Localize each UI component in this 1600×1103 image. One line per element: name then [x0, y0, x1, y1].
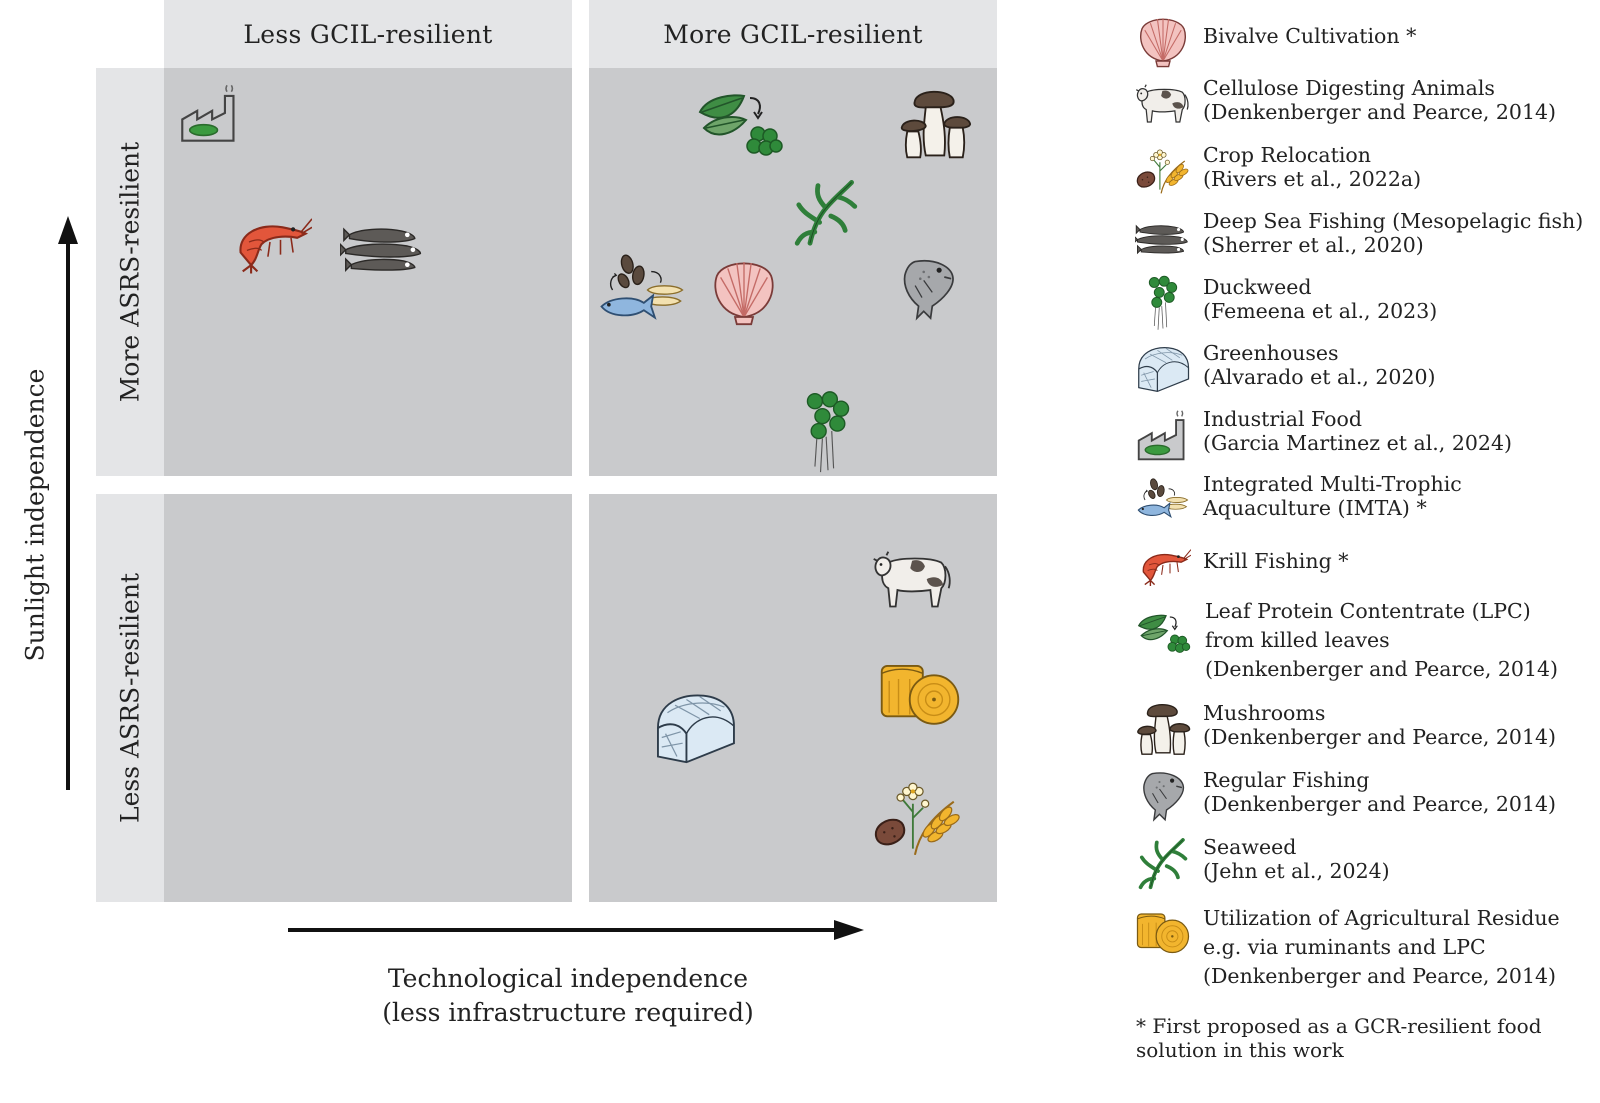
quadrant-bottom-left — [164, 494, 572, 902]
legend-citation: (Denkenberger and Pearce, 2014) — [1203, 100, 1557, 124]
legend-item-seaweed: Seaweed(Jehn et al., 2024) — [1135, 835, 1595, 895]
crop-relocation-icon — [872, 776, 964, 860]
legend-citation: (Rivers et al., 2022a) — [1203, 167, 1422, 191]
column-header-more-gcil: More GCIL-resilient — [589, 0, 997, 68]
factory-icon — [1135, 407, 1191, 463]
legend-label: Integrated Multi-Trophic — [1203, 472, 1462, 496]
legend-item-cellulose: Cellulose Digesting Animals(Denkenberger… — [1135, 76, 1595, 136]
footnote-line1: * First proposed as a GCR-resilient food — [1136, 1014, 1542, 1038]
seaweed-icon — [786, 176, 866, 248]
legend-item-duckweed: Duckweed(Femeena et al., 2023) — [1135, 275, 1595, 335]
deep-sea-fish-icon — [1135, 209, 1191, 265]
bivalve-icon — [708, 254, 780, 326]
legend-citation: (Denkenberger and Pearce, 2014) — [1205, 657, 1559, 681]
row-header-more-asrs: More ASRS-resilient — [96, 68, 164, 476]
fish-icon — [1135, 768, 1191, 824]
legend-label-cont: from killed leaves — [1205, 628, 1390, 652]
footnote-line2: solution in this work — [1136, 1038, 1344, 1062]
legend-citation: (Garcia Martinez et al., 2024) — [1203, 431, 1513, 455]
seaweed-icon — [1135, 835, 1191, 891]
krill-icon — [228, 210, 312, 274]
footnote: * First proposed as a GCR-resilient food… — [1136, 1014, 1596, 1062]
imta-icon — [596, 252, 688, 328]
row-header-less-asrs-label: Less ASRS-resilient — [115, 573, 145, 823]
column-header-less-gcil: Less GCIL-resilient — [164, 0, 572, 68]
legend-item-agricultural-residue: Utilization of Agricultural Residue e.g. … — [1135, 904, 1595, 992]
legend-citation: (Alvarado et al., 2020) — [1203, 365, 1436, 389]
mushroom-icon — [898, 84, 972, 164]
imta-icon — [1135, 472, 1191, 528]
row-header-less-asrs: Less ASRS-resilient — [96, 494, 164, 902]
legend-item-lpc: Leaf Protein Contentrate (LPC) from kille… — [1135, 597, 1595, 681]
legend-label: Leaf Protein Contentrate (LPC) — [1205, 599, 1531, 623]
legend-label: Mushrooms — [1203, 701, 1326, 725]
leaf-protein-icon — [1135, 607, 1191, 663]
legend-citation: (Sherrer et al., 2020) — [1203, 233, 1424, 257]
legend-item-krill: Krill Fishing * — [1135, 537, 1595, 597]
fish-icon — [898, 254, 958, 324]
cow-icon — [868, 548, 958, 612]
legend-label: Duckweed — [1203, 275, 1312, 299]
crop-relocation-icon — [1135, 143, 1191, 199]
legend-item-bivalve: Bivalve Cultivation * — [1135, 12, 1595, 72]
x-axis-label: Technological independence (less infrast… — [382, 962, 753, 1030]
krill-icon — [1135, 537, 1191, 593]
legend-citation: (Jehn et al., 2024) — [1203, 859, 1390, 883]
hay-bale-icon — [878, 660, 962, 726]
deep-sea-fish-icon — [340, 218, 428, 274]
greenhouse-icon — [652, 690, 738, 766]
legend-item-industrial-food: Industrial Food(Garcia Martinez et al., … — [1135, 407, 1595, 467]
legend-citation: (Femeena et al., 2023) — [1203, 299, 1438, 323]
legend-label: Crop Relocation — [1203, 143, 1371, 167]
mushroom-icon — [1135, 701, 1191, 757]
x-axis-label-line1: Technological independence — [387, 964, 749, 993]
legend-label: Seaweed — [1203, 835, 1297, 859]
factory-icon — [178, 78, 242, 148]
column-header-more-gcil-label: More GCIL-resilient — [663, 19, 923, 49]
leaf-protein-icon — [694, 92, 784, 162]
column-header-less-gcil-label: Less GCIL-resilient — [243, 19, 493, 49]
legend-label: Regular Fishing — [1203, 768, 1370, 792]
legend-citation: (Denkenberger and Pearce, 2014) — [1203, 792, 1557, 816]
greenhouse-icon — [1135, 341, 1191, 397]
legend-label: Cellulose Digesting Animals — [1203, 76, 1495, 100]
legend-label-cont: Aquaculture (IMTA) * — [1203, 496, 1427, 520]
duckweed-icon — [1135, 275, 1191, 331]
hay-bale-icon — [1135, 904, 1191, 960]
y-axis-arrow — [58, 216, 78, 790]
legend-label: Industrial Food — [1203, 407, 1362, 431]
y-axis-label: Sunlight independence — [20, 368, 50, 662]
row-header-more-asrs-label: More ASRS-resilient — [115, 141, 145, 403]
legend-label: Utilization of Agricultural Residue — [1203, 906, 1560, 930]
x-axis-arrow — [288, 920, 864, 940]
legend-label: Greenhouses — [1203, 341, 1339, 365]
legend-label: Krill Fishing * — [1203, 549, 1349, 573]
legend-item-crop-relocation: Crop Relocation(Rivers et al., 2022a) — [1135, 143, 1595, 203]
legend-item-mushrooms: Mushrooms(Denkenberger and Pearce, 2014) — [1135, 701, 1595, 761]
legend-label: Deep Sea Fishing (Mesopelagic fish) — [1203, 209, 1584, 233]
legend-item-deep-sea: Deep Sea Fishing (Mesopelagic fish)(Sher… — [1135, 209, 1595, 269]
cow-icon — [1135, 76, 1191, 132]
bivalve-icon — [1135, 12, 1191, 68]
legend-label: Bivalve Cultivation * — [1203, 24, 1417, 48]
duckweed-icon — [800, 390, 856, 474]
legend-citation: (Denkenberger and Pearce, 2014) — [1203, 725, 1557, 749]
legend-label-cont: e.g. via ruminants and LPC — [1203, 935, 1486, 959]
legend-citation: (Denkenberger and Pearce, 2014) — [1203, 964, 1557, 988]
legend-item-greenhouses: Greenhouses(Alvarado et al., 2020) — [1135, 341, 1595, 401]
legend-item-regular-fishing: Regular Fishing(Denkenberger and Pearce,… — [1135, 768, 1595, 828]
x-axis-label-line2: (less infrastructure required) — [382, 998, 754, 1027]
